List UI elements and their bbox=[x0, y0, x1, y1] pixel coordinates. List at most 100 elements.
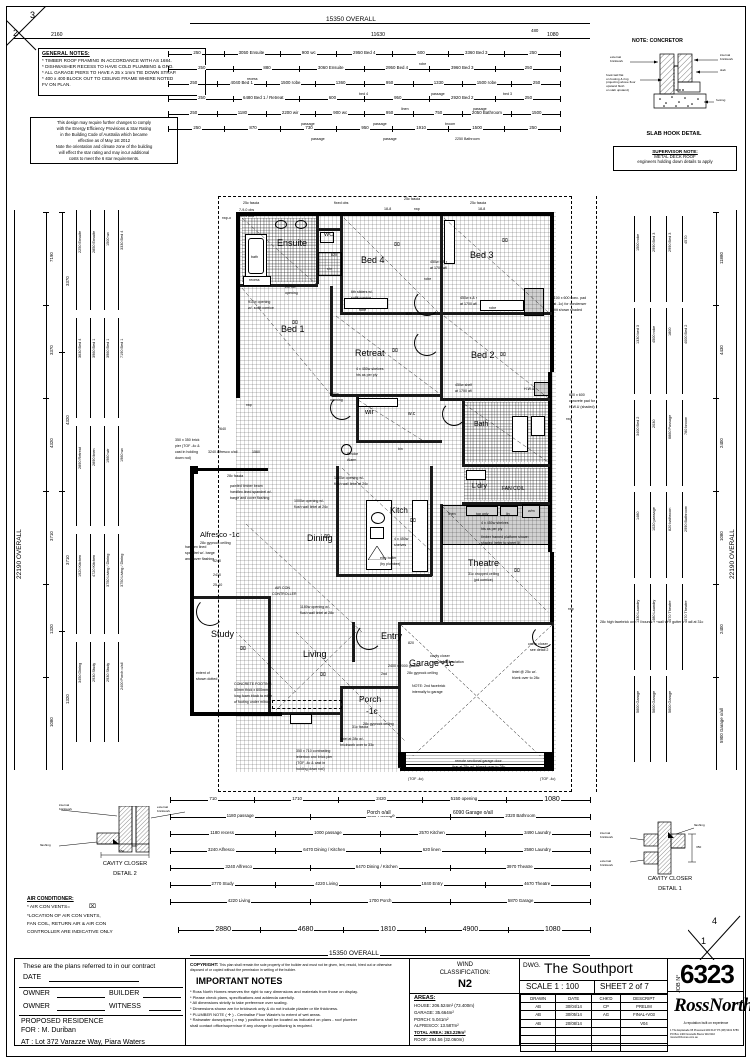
plan-annotation: long foam block to edge bbox=[234, 694, 273, 698]
dim-text-v: 11880 bbox=[719, 250, 724, 265]
contract-owner-field[interactable] bbox=[57, 997, 105, 998]
dim-text: 2880 bbox=[214, 926, 232, 933]
plan-annotation: 28c high facebrick over H boundary wall … bbox=[600, 620, 704, 624]
dim-text: 1710 bbox=[291, 796, 303, 801]
plan-annotation: 25c fascia bbox=[470, 201, 487, 205]
door-swing-entry bbox=[356, 624, 382, 650]
dim-tick bbox=[168, 66, 169, 72]
dim-tick bbox=[450, 865, 451, 871]
robe-bed3 bbox=[444, 220, 455, 264]
dim-text: 2200 wir bbox=[280, 110, 300, 115]
dim-text: 2580 Laundry bbox=[523, 847, 552, 852]
living-insulation-extent bbox=[272, 700, 342, 709]
dim-text-v: 3370 bbox=[49, 344, 54, 357]
plan-annotation: see detail 2 bbox=[530, 648, 549, 652]
dim-tick bbox=[448, 51, 449, 57]
plan-annotation: 25c fascia bbox=[404, 197, 421, 201]
dim-right-label: 4070 Theatre bbox=[668, 599, 672, 624]
plan-annotation: 28c gyprock ceiling bbox=[200, 541, 231, 545]
dim-text: 6470 Dining / Kitchen bbox=[354, 864, 399, 869]
revision-cell bbox=[555, 1043, 593, 1053]
dwg-divider-v bbox=[594, 980, 595, 993]
dim-right-label: 5600 Garage bbox=[668, 690, 672, 715]
dim-sub-text: 2250 Bathroom bbox=[454, 137, 481, 141]
dim-tick bbox=[298, 66, 300, 72]
contract-builder-field[interactable] bbox=[143, 997, 181, 998]
wall-theatre-bottom bbox=[440, 622, 552, 625]
dim-text: 2320 Bathroom bbox=[504, 813, 537, 818]
dim-text: 1500 bbox=[471, 125, 483, 130]
dim-left-label: 3750 Living / Dining bbox=[106, 552, 110, 588]
wall-internal-bed3-bottom bbox=[440, 312, 552, 315]
room-label-wir: wir bbox=[365, 409, 374, 416]
bath-tub-fixture bbox=[512, 416, 528, 452]
dim-text: 950 bbox=[384, 80, 395, 85]
plan-annotation: flush wall lintel at 24c bbox=[334, 482, 368, 486]
plan-annotation: hardflex lined bbox=[185, 545, 207, 549]
plan-annotation: cast in holding bbox=[175, 450, 198, 454]
job-number: 6323 bbox=[680, 959, 735, 989]
dim-text: 2770 Study bbox=[210, 881, 235, 886]
plan-annotation: at 1700 afl bbox=[430, 266, 447, 270]
plan-annotation: lintel @ 25c w/- bbox=[512, 670, 537, 674]
dim-text: 880 bbox=[262, 65, 272, 70]
dim-left-label: 2930 Study bbox=[92, 661, 96, 683]
dim-tick-h bbox=[713, 677, 719, 678]
contract-witness-field[interactable] bbox=[149, 1010, 181, 1011]
dim-tick bbox=[590, 899, 591, 905]
plan-annotation: H.W.U bbox=[524, 387, 535, 391]
dim-left-label: 2890 linen bbox=[92, 447, 96, 467]
contract-date-field[interactable] bbox=[49, 981, 139, 982]
contract-owner-field-2[interactable] bbox=[57, 1010, 105, 1011]
dim-tick-h bbox=[43, 584, 49, 585]
dim-sub-text: passage bbox=[472, 107, 488, 111]
revision-row bbox=[519, 1026, 669, 1036]
plan-annotation: 31c fascia bbox=[352, 725, 369, 729]
dim-tick bbox=[511, 81, 512, 87]
door-swing-bath bbox=[442, 402, 466, 426]
dim-right-tickline bbox=[682, 584, 683, 670]
dim-text: 1180 bbox=[236, 110, 249, 115]
supervisor-note-heading: SUPERVISOR NOTE: bbox=[652, 149, 698, 154]
plan-annotation: 2070w bbox=[285, 285, 296, 289]
dim-text-v: 4430 bbox=[719, 344, 724, 357]
wall-internal-bed2-left bbox=[440, 314, 443, 400]
plan-annotation: Alarm bbox=[347, 458, 357, 462]
plan-annotation: top only bbox=[476, 512, 489, 516]
plan-annotation: 450w s & r bbox=[460, 296, 477, 300]
contract-block: These are the plans referred to in our c… bbox=[14, 958, 186, 1046]
dim-sub-text: passage bbox=[310, 137, 326, 141]
dim-tick bbox=[511, 111, 512, 117]
dim-tick bbox=[275, 882, 276, 888]
dim-text-v: 5900 Garage o/all bbox=[719, 706, 724, 744]
dim-sub-text: passage bbox=[430, 92, 446, 96]
dim-left-tickline bbox=[90, 642, 91, 742]
dim-left-tickline bbox=[118, 426, 119, 526]
job-logo-block: JOB N° 6323 RossNorth A reputation built… bbox=[668, 958, 750, 1046]
dim-tick bbox=[170, 848, 171, 854]
dim-tick bbox=[168, 96, 169, 102]
revision-cell: AB bbox=[519, 1018, 557, 1028]
plan-annotation: at 1700 afl bbox=[460, 302, 477, 306]
plan-annotation: flush wall lintel at 28c bbox=[300, 611, 334, 615]
dim-left-tickline bbox=[104, 534, 105, 634]
dim-right-label: 2990 Bed 3 bbox=[668, 231, 672, 253]
dim-left-tickline bbox=[76, 210, 77, 310]
dim-tick bbox=[462, 111, 463, 117]
plan-annotation: 1100 x 600 conc. pad bbox=[552, 296, 587, 300]
energy-note-line: costs to meet the 6 star requirements. bbox=[68, 155, 140, 161]
sheet-label: SHEET 2 of 7 bbox=[600, 982, 649, 991]
dim-text: 2050 Bathroom bbox=[470, 110, 503, 115]
dim-tick-h bbox=[713, 584, 719, 585]
dim-left-label: 3750 Living / Dining bbox=[120, 552, 124, 588]
revision-cell: V04 bbox=[619, 1018, 669, 1028]
room-label-laundry: L'dry bbox=[472, 483, 487, 490]
general-notes-list: * TIMBER ROOF FRAMING IN ACCORDANCE WITH… bbox=[42, 58, 202, 88]
dim-bottom-sub: Porch o/all bbox=[366, 810, 392, 816]
wall-entry-left bbox=[352, 622, 355, 662]
plan-annotation: (bar at 25c w/- b/work over to 28c bbox=[452, 765, 506, 769]
